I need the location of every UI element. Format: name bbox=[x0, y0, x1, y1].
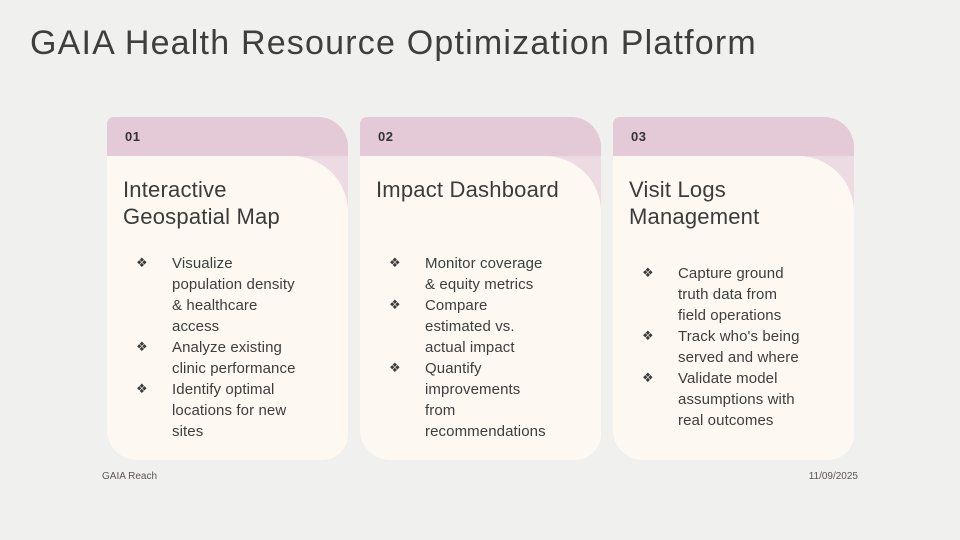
diamond-bullet-icon: ❖ bbox=[389, 255, 401, 271]
bullet-text: Track who's being served and where bbox=[678, 328, 800, 366]
bullet-list: ❖ Capture ground truth data from field op… bbox=[629, 263, 840, 431]
cards-row: 01 Interactive Geospatial Map ❖ Visualize… bbox=[107, 117, 854, 460]
bullet-item: ❖ Capture ground truth data from field op… bbox=[642, 263, 840, 326]
bullet-item: ❖ Track who's being served and where bbox=[642, 326, 840, 368]
diamond-bullet-icon: ❖ bbox=[389, 360, 401, 376]
bullet-area: ❖ Capture ground truth data from field op… bbox=[629, 248, 840, 446]
diamond-bullet-icon: ❖ bbox=[389, 297, 401, 313]
card-title: Visit Logs Management bbox=[629, 177, 760, 229]
card-number: 01 bbox=[125, 129, 141, 144]
diamond-bullet-icon: ❖ bbox=[136, 381, 148, 397]
card-number-band: 01 bbox=[107, 117, 348, 156]
bullet-item: ❖ Analyze existing clinic performance bbox=[136, 337, 334, 379]
bullet-text: Monitor coverage & equity metrics bbox=[425, 254, 543, 293]
bullet-list: ❖ Monitor coverage & equity metrics ❖ Compa… bbox=[376, 253, 587, 442]
card-number: 03 bbox=[631, 129, 647, 144]
diamond-bullet-icon: ❖ bbox=[136, 339, 148, 355]
bullet-area: ❖ Visualize population density & healthca… bbox=[123, 248, 334, 446]
bullet-area: ❖ Monitor coverage & equity metrics ❖ Compa… bbox=[376, 248, 587, 446]
bullet-item: ❖ Identify optimal locations for new site… bbox=[136, 379, 334, 442]
bullet-item: ❖ Compare estimated vs. actual impact bbox=[389, 295, 587, 358]
card-visit-logs-management: 03 Visit Logs Management ❖ Capture ground… bbox=[613, 117, 854, 460]
footer-date: 11/09/2025 bbox=[808, 471, 858, 482]
diamond-bullet-icon: ❖ bbox=[136, 255, 148, 271]
card-title: Impact Dashboard bbox=[376, 177, 559, 202]
bullet-item: ❖ Visualize population density & healthca… bbox=[136, 253, 334, 337]
diamond-bullet-icon: ❖ bbox=[642, 371, 654, 386]
bullet-item: ❖ Validate model assumptions with real ou… bbox=[642, 368, 840, 431]
slide-title: GAIA Health Resource Optimization Platfo… bbox=[30, 24, 757, 62]
bullet-item: ❖ Quantify improvements from recommendati… bbox=[389, 358, 587, 442]
bullet-text: Visualize population density & healthcar… bbox=[172, 254, 295, 335]
card-number-band: 02 bbox=[360, 117, 601, 156]
bullet-text: Capture ground truth data from field ope… bbox=[678, 265, 784, 324]
card-body: Visit Logs Management ❖ Capture ground tr… bbox=[613, 156, 854, 460]
card-body: Impact Dashboard ❖ Monitor coverage & equ… bbox=[360, 156, 601, 460]
bullet-item: ❖ Monitor coverage & equity metrics bbox=[389, 253, 587, 295]
card-body: Interactive Geospatial Map ❖ Visualize po… bbox=[107, 156, 348, 460]
card-number: 02 bbox=[378, 129, 394, 144]
card-title: Interactive Geospatial Map bbox=[123, 177, 280, 229]
card-number-band: 03 bbox=[613, 117, 854, 156]
card-impact-dashboard: 02 Impact Dashboard ❖ Monitor coverage & … bbox=[360, 117, 601, 460]
bullet-list: ❖ Visualize population density & healthca… bbox=[123, 253, 334, 442]
bullet-text: Quantify improvements from recommendatio… bbox=[425, 359, 546, 440]
diamond-bullet-icon: ❖ bbox=[642, 266, 654, 281]
bullet-text: Analyze existing clinic performance bbox=[172, 338, 296, 377]
footer-brand: GAIA Reach bbox=[102, 471, 158, 482]
diamond-bullet-icon: ❖ bbox=[642, 329, 654, 344]
bullet-text: Identify optimal locations for new sites bbox=[172, 380, 287, 440]
bullet-text: Validate model assumptions with real out… bbox=[678, 370, 795, 429]
card-interactive-geospatial-map: 01 Interactive Geospatial Map ❖ Visualize… bbox=[107, 117, 348, 460]
bullet-text: Compare estimated vs. actual impact bbox=[425, 296, 515, 356]
